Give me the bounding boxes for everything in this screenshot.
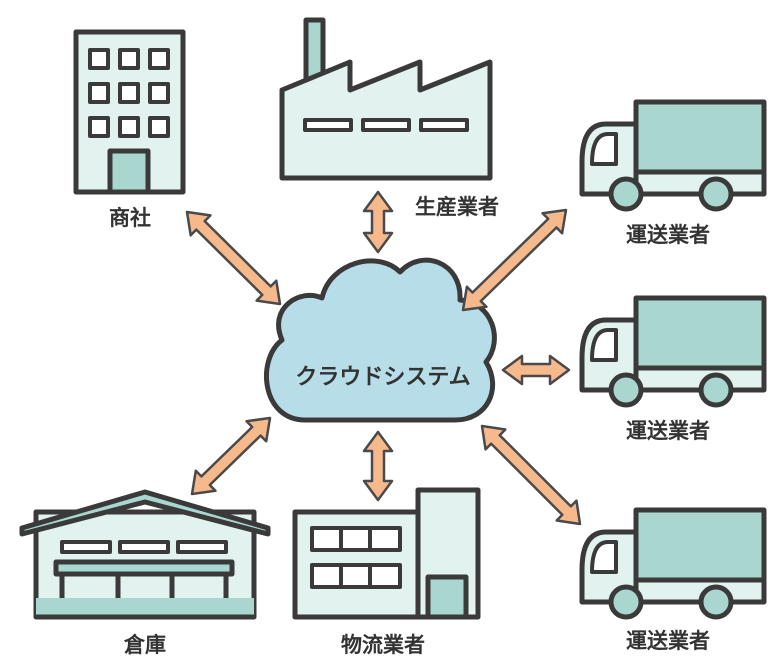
arrow-carrier-middle	[501, 354, 571, 386]
manufacturer-label: 生産業者	[415, 195, 499, 219]
carrier-middle-label: 運送業者	[626, 419, 710, 443]
cloud-system-label: クラウドシステム	[295, 365, 470, 390]
arrow-trading-company	[185, 210, 282, 306]
carrier-bottom-label: 運送業者	[626, 629, 710, 653]
trading-company-label: 商社	[109, 206, 151, 230]
arrow-carrier-bottom	[480, 424, 582, 526]
carrier-top-label: 運送業者	[626, 223, 710, 247]
arrow-logistics	[362, 430, 394, 502]
factory-icon	[279, 17, 493, 181]
warehouse-icon	[19, 489, 271, 620]
warehouse-label: 倉庫	[123, 633, 166, 657]
truck-icon-middle	[582, 298, 764, 405]
cloud-icon	[264, 257, 497, 423]
logistics-building-icon	[292, 487, 481, 620]
arrows	[185, 190, 582, 526]
arrow-warehouse	[190, 416, 272, 496]
arrow-carrier-top	[461, 208, 568, 312]
truck-icon-top	[582, 102, 764, 209]
truck-icon-bottom	[582, 510, 764, 617]
arrow-manufacturer	[362, 190, 394, 254]
logistics-label: 物流業者	[341, 633, 425, 657]
office-building-icon	[73, 29, 186, 195]
